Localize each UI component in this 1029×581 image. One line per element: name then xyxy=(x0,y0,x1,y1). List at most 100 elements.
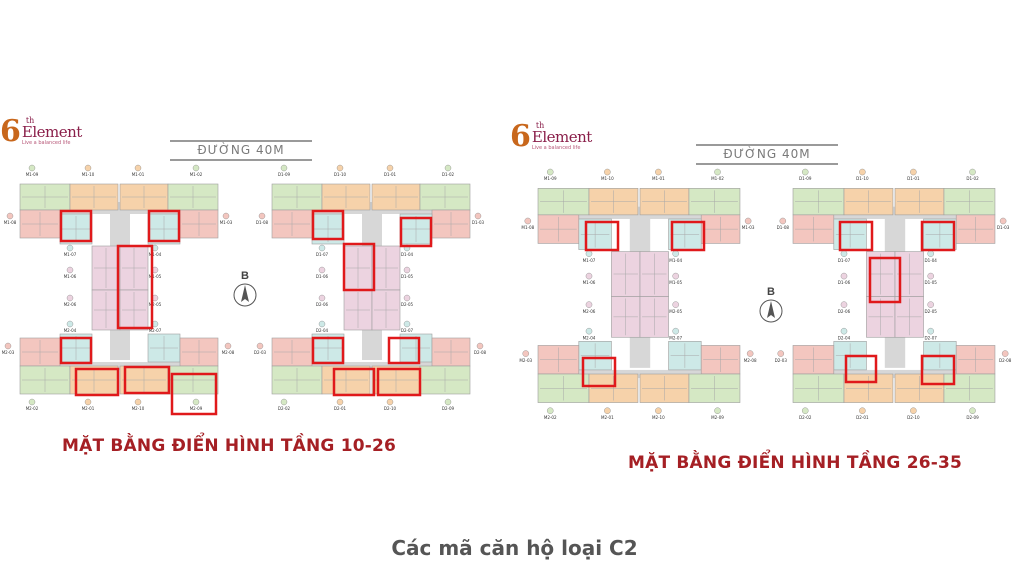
north-compass: B xyxy=(758,286,784,324)
unit-code-label: M2-07 xyxy=(669,335,682,340)
unit-code-dot xyxy=(910,407,917,414)
unit-code-label: D1-01 xyxy=(907,176,920,181)
unit-code-dot xyxy=(336,398,344,406)
unit-code-label: D2-08 xyxy=(474,350,487,355)
apartment-type-caption: Các mã căn hộ loại C2 xyxy=(391,536,638,560)
unit-code-label: M1-09 xyxy=(544,176,557,181)
unit-code-label: M2-10 xyxy=(652,415,665,420)
unit-code-label: M1-07 xyxy=(64,252,77,257)
unit-code-label: D1-07 xyxy=(838,258,851,263)
road-marker: ĐƯỜNG 40M xyxy=(696,144,838,166)
unit-code-dot xyxy=(859,168,866,176)
unit-code-dot xyxy=(777,350,785,357)
unit-code-label: M1-10 xyxy=(82,172,95,177)
highlight-box xyxy=(868,256,902,304)
unit-code-label: M2-09 xyxy=(711,415,724,420)
unit-code-dot xyxy=(192,164,200,172)
floor-range-caption: MẶT BẰNG ĐIỂN HÌNH TẦNG 26-35 xyxy=(628,453,963,473)
road-label: ĐƯỜNG 40M xyxy=(197,143,285,157)
unit-code-dot xyxy=(386,398,394,406)
highlight-box xyxy=(838,220,874,252)
unit-code-label: M1-09 xyxy=(26,172,39,177)
unit-code-label: D1-02 xyxy=(966,176,979,181)
unit-code-dot xyxy=(318,294,326,302)
unit-code-dot xyxy=(840,272,848,280)
compass-letter: B xyxy=(241,270,249,282)
unit-code-label: M2-05 xyxy=(149,302,162,307)
highlight-box xyxy=(581,356,617,388)
logo-suffix: th xyxy=(25,116,35,125)
unit-code-dot xyxy=(474,212,482,220)
unit-code-label: M1-03 xyxy=(742,225,755,230)
unit-code-label: D2-08 xyxy=(999,358,1012,363)
unit-code-label: M1-03 xyxy=(220,220,233,225)
logo-name: Element xyxy=(531,128,592,146)
unit-code-dot xyxy=(84,398,92,406)
unit-code-label: M1-02 xyxy=(190,172,203,177)
unit-code-dot xyxy=(672,301,679,308)
unit-code-dot xyxy=(134,164,142,172)
unit-code-dot xyxy=(134,398,142,406)
unit-code-dot xyxy=(585,301,593,308)
unit-code-dot xyxy=(476,342,484,350)
unit-code-label: D1-04 xyxy=(924,258,937,263)
unit-code-dot xyxy=(84,164,92,172)
unit-code-label: M2-09 xyxy=(190,406,203,411)
unit-code-label: D2-07 xyxy=(924,335,937,340)
highlight-box xyxy=(170,372,218,416)
highlight-box xyxy=(74,367,120,397)
unit-code-label: D2-10 xyxy=(384,406,397,411)
unit-code-label: D1-05 xyxy=(924,280,937,285)
highlight-box xyxy=(920,354,956,386)
unit-code-label: D1-06 xyxy=(838,280,851,285)
unit-code-label: M1-10 xyxy=(601,176,614,181)
unit-code-dot xyxy=(910,168,917,176)
unit-code-dot xyxy=(604,407,611,414)
unit-code-label: D2-02 xyxy=(278,406,291,411)
unit-code-dot xyxy=(66,294,74,302)
unit-code-label: D2-03 xyxy=(775,358,788,363)
unit-code-label: M1-06 xyxy=(583,280,596,285)
unit-code-dot xyxy=(403,294,411,302)
unit-code-dot xyxy=(224,342,232,350)
unit-code-dot xyxy=(192,398,200,406)
logo-number: 6 xyxy=(0,114,21,149)
unit-code-dot xyxy=(4,342,12,350)
highlight-box xyxy=(116,244,154,330)
unit-code-dot xyxy=(6,212,14,220)
unit-code-dot xyxy=(318,320,326,328)
unit-code-label: M2-01 xyxy=(82,406,95,411)
highlight-box xyxy=(342,242,376,292)
unit-code-dot xyxy=(672,250,679,257)
unit-code-label: M1-01 xyxy=(652,176,665,181)
unit-code-label: D2-01 xyxy=(856,415,869,420)
unit-code-label: D2-04 xyxy=(838,335,851,340)
unit-code-label: M2-03 xyxy=(2,350,15,355)
unit-code-dot xyxy=(585,327,593,335)
unit-code-dot xyxy=(66,244,74,252)
unit-code-dot xyxy=(28,398,36,406)
unit-code-label: D2-03 xyxy=(254,350,267,355)
unit-code-dot xyxy=(604,168,611,176)
unit-code-label: M2-04 xyxy=(64,328,77,333)
highlight-box xyxy=(59,209,93,243)
unit-code-label: D2-06 xyxy=(838,309,851,314)
floor-range-caption: MẶT BẰNG ĐIỂN HÌNH TẦNG 10-26 xyxy=(62,436,397,456)
unit-code-label: D2-09 xyxy=(442,406,455,411)
compass-icon xyxy=(759,299,783,323)
unit-code-dot xyxy=(585,272,593,280)
floor-plan-panel-10-26: 6 th Element Live a balanced life ĐƯỜNG … xyxy=(0,100,500,470)
logo-tagline: Live a balanced life xyxy=(21,140,71,146)
unit-code-label: M2-10 xyxy=(132,406,145,411)
unit-code-label: M1-06 xyxy=(64,274,77,279)
unit-code-dot xyxy=(258,212,266,220)
unit-code-label: M2-07 xyxy=(149,328,162,333)
highlight-boxes xyxy=(581,220,956,388)
unit-code-dot xyxy=(927,272,934,280)
